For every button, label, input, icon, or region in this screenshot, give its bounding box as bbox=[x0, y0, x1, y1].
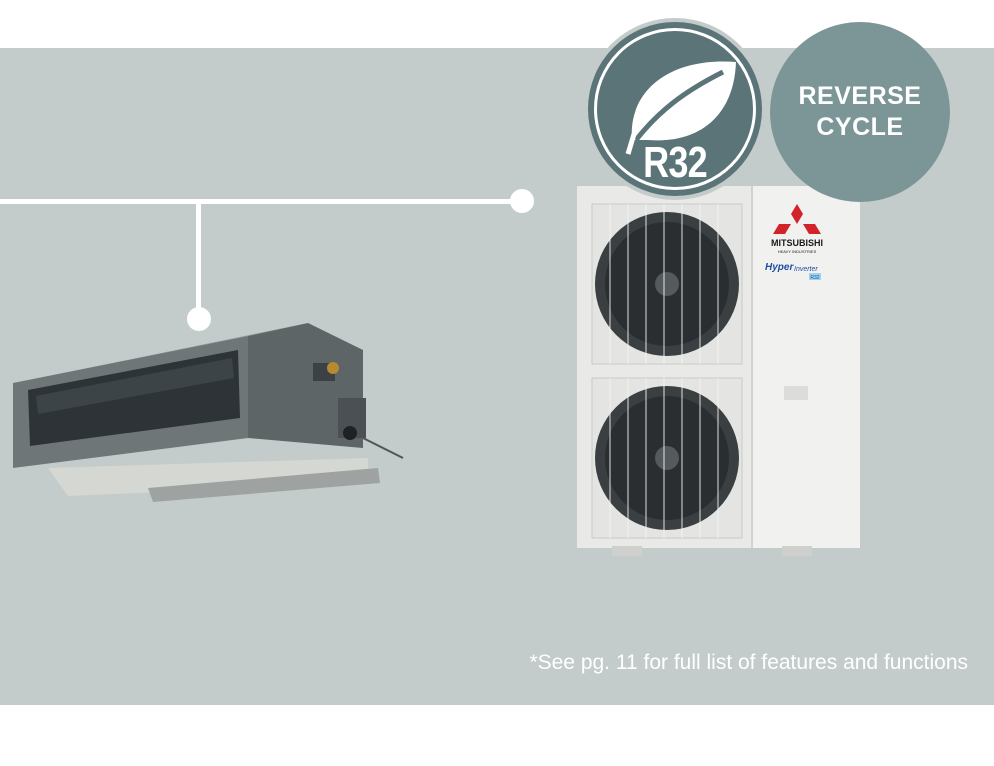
series-logo-inverter: Inverter bbox=[794, 266, 818, 273]
brand-subname: HEAVY INDUSTRIES bbox=[778, 249, 817, 254]
mitsubishi-logo-icon bbox=[773, 204, 821, 234]
leaf-icon bbox=[625, 61, 736, 155]
series-logo-hyper: Hyper bbox=[765, 262, 794, 273]
reverse-cycle-line2: CYCLE bbox=[816, 113, 904, 141]
r32-refrigerant-badge: R32 bbox=[588, 22, 762, 196]
ducted-indoor-unit-image bbox=[13, 323, 404, 502]
connector-line-horizontal bbox=[0, 199, 522, 204]
connector-dot-outdoor bbox=[510, 189, 534, 213]
features-footnote: *See pg. 11 for full list of features an… bbox=[529, 651, 968, 674]
reverse-cycle-badge: REVERSE CYCLE bbox=[770, 22, 950, 202]
outdoor-unit-image: MITSUBISHI HEAVY INDUSTRIES Hyper Invert… bbox=[577, 186, 860, 556]
r32-label: R32 bbox=[643, 138, 708, 187]
connector-dot-indoor bbox=[187, 307, 211, 331]
reverse-cycle-line1: REVERSE bbox=[798, 82, 922, 110]
connector-line-vertical bbox=[196, 199, 201, 319]
brand-name: MITSUBISHI bbox=[771, 238, 823, 248]
series-logo-tag: R32 bbox=[810, 275, 819, 281]
